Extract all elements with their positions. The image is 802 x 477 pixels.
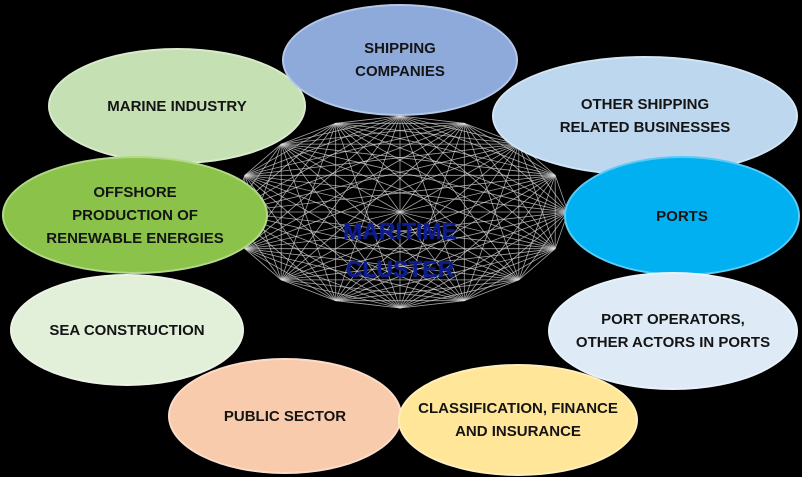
web-line-14 — [335, 115, 401, 124]
web-line-27 — [281, 122, 465, 145]
web-line-92 — [335, 300, 401, 309]
web-line-75 — [464, 279, 519, 302]
web-line-103 — [280, 143, 337, 301]
web-line-31 — [518, 143, 556, 249]
web-line-8 — [335, 115, 401, 301]
web-line-74 — [335, 122, 556, 250]
web-line-64 — [335, 122, 569, 213]
web-line-83 — [335, 122, 520, 281]
web-line-105 — [244, 248, 282, 281]
web-line-12 — [244, 115, 401, 176]
web-line-41 — [335, 122, 519, 145]
web-line-99 — [281, 279, 336, 302]
web-line-117 — [244, 143, 282, 176]
web-line-35 — [335, 143, 520, 302]
node-public-sector: PUBLIC SECTOR — [168, 358, 402, 474]
web-line-0 — [399, 115, 465, 124]
web-line-73 — [281, 143, 556, 250]
node-port-operators-label: PORT OPERATORS, OTHER ACTORS IN PORTS — [575, 311, 771, 351]
web-line-81 — [244, 174, 519, 281]
node-public-sector-label: PUBLIC SECTOR — [223, 407, 347, 425]
web-line-77 — [335, 279, 519, 302]
node-classification-finance-insurance: CLASSIFICATION, FINANCE AND INSURANCE — [398, 364, 638, 476]
web-line-91 — [335, 123, 465, 301]
web-line-65 — [518, 248, 556, 281]
node-classification-label: CLASSIFICATION, FINANCE AND INSURANCE — [418, 400, 618, 440]
web-line-21 — [399, 123, 465, 309]
web-line-6 — [399, 115, 465, 301]
node-shipping-companies-label: SHIPPING COMPANIES — [355, 40, 445, 80]
web-line-93 — [281, 279, 401, 309]
web-line-37 — [244, 143, 519, 250]
web-line-119 — [281, 122, 336, 145]
center-title: MARITIME CLUSTER — [343, 218, 457, 282]
web-line-53 — [335, 122, 556, 176]
web-line-17 — [464, 122, 569, 213]
node-offshore-label: OFFSHORE PRODUCTION OF RENEWABLE ENERGIE… — [46, 183, 224, 247]
node-sea-construction: SEA CONSTRUCTION — [10, 274, 244, 386]
node-sea-construction-label: SEA CONSTRUCTION — [49, 321, 205, 339]
web-line-67 — [399, 248, 556, 309]
web-line-98 — [335, 123, 401, 309]
web-line-2 — [399, 115, 556, 176]
web-line-56 — [464, 211, 569, 302]
web-line-62 — [244, 174, 569, 213]
node-ports: PORTS — [564, 156, 800, 276]
web-line-90 — [280, 143, 465, 302]
web-line-84 — [399, 300, 465, 309]
web-line-63 — [281, 143, 569, 213]
node-ports-label: PORTS — [656, 207, 708, 225]
node-port-operators: PORT OPERATORS, OTHER ACTORS IN PORTS — [548, 272, 798, 390]
node-other-shipping-businesses: OTHER SHIPPING RELATED BUSINESSES — [492, 56, 798, 176]
node-other-shipping-label: OTHER SHIPPING RELATED BUSINESSES — [559, 96, 731, 136]
node-offshore-renewables: OFFSHORE PRODUCTION OF RENEWABLE ENERGIE… — [2, 156, 268, 274]
web-line-23 — [280, 122, 465, 281]
web-line-60 — [244, 211, 569, 250]
node-shipping-companies: SHIPPING COMPANIES — [282, 4, 518, 116]
web-line-88 — [231, 211, 465, 302]
web-line-71 — [231, 211, 556, 250]
web-line-96 — [244, 174, 401, 309]
web-line-100 — [244, 248, 336, 302]
node-marine-industry-label: MARINE INDUSTRY — [107, 97, 247, 115]
web-line-109 — [280, 123, 337, 281]
web-line-94 — [244, 248, 401, 309]
web-line-44 — [518, 175, 556, 281]
node-marine-industry: MARINE INDUSTRY — [48, 48, 306, 164]
web-line-86 — [281, 279, 465, 302]
web-line-48 — [281, 174, 556, 281]
web-line-118 — [244, 122, 336, 176]
web-line-50 — [231, 174, 556, 213]
